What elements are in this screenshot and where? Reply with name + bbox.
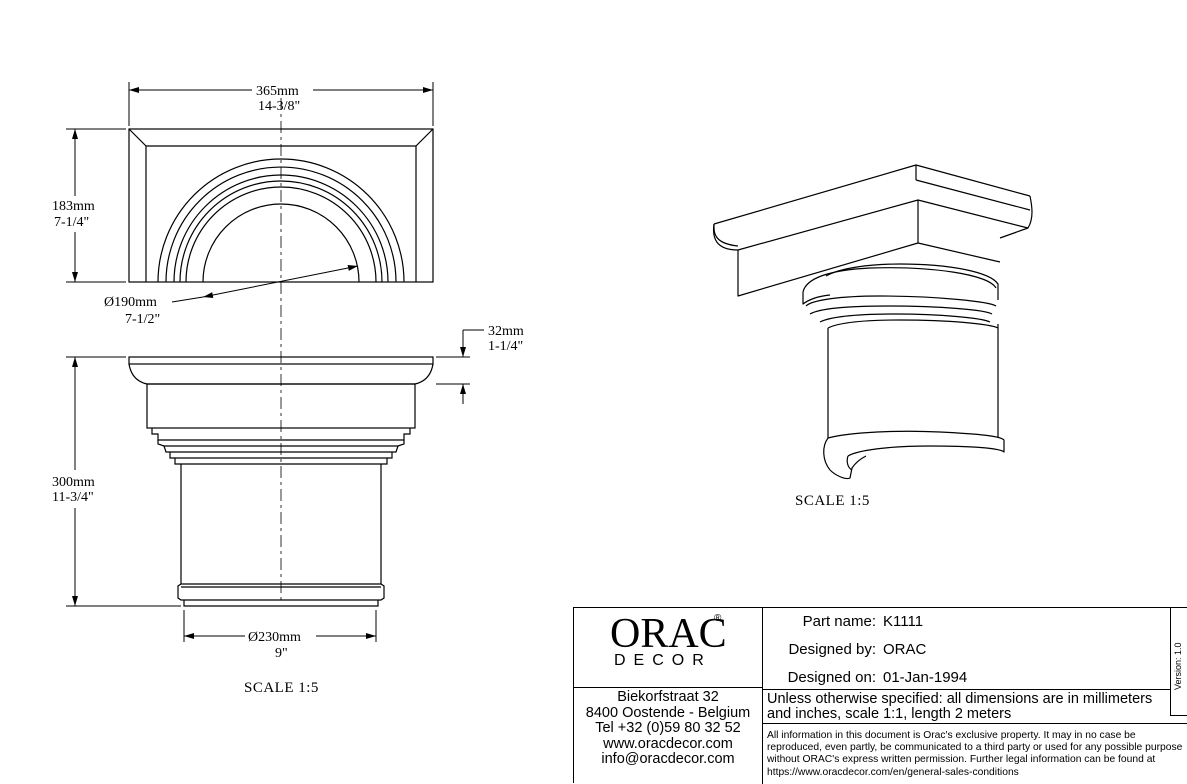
logo-registered-mark: ® [714, 613, 722, 624]
title-block-company: ORAC ® DECOR Biekorfstraat 32 8400 Ooste… [574, 608, 763, 784]
title-block-fields: Part name: K1111 Designed by: ORAC Desig… [763, 608, 1170, 690]
version-label: Version: 1.0 [1173, 642, 1183, 690]
address-street: Biekorfstraat 32 [617, 689, 719, 705]
dim-base-dia-mm: Ø230mm [248, 630, 301, 645]
field-designed-on: Designed on: 01-Jan-1994 [763, 669, 1163, 689]
spec-note: Unless otherwise specified: all dimensio… [767, 691, 1153, 722]
dim-abacus [436, 329, 484, 404]
field-label: Part name: [802, 613, 876, 630]
dim-inner-dia-mm: Ø190mm [104, 295, 157, 310]
dim-height-in: 11-3/4" [52, 490, 94, 505]
dim-base-dia [183, 610, 377, 642]
logo-name: ORAC [610, 611, 727, 657]
field-label: Designed by: [788, 641, 876, 658]
dim-inner-dia [171, 265, 359, 303]
dim-width-in: 14-3/8" [258, 99, 300, 114]
legal-note: All information in this document is Orac… [767, 730, 1183, 778]
top-view [128, 98, 434, 600]
address-email: info@oracdecor.com [601, 751, 735, 767]
dim-abacus-mm: 32mm [488, 324, 524, 339]
field-designed-by: Designed by: ORAC [763, 641, 1163, 661]
dim-inner-dia-in: 7-1/2" [125, 312, 160, 327]
dim-width-mm: 365mm [256, 84, 299, 99]
dim-height [66, 356, 181, 607]
orac-logo: ORAC ® DECOR [574, 608, 762, 688]
field-value: K1111 [883, 613, 924, 630]
company-address: Biekorfstraat 32 8400 Oostende - Belgium… [574, 689, 762, 768]
field-value: ORAC [883, 641, 927, 658]
front-view [128, 356, 434, 607]
version-column: Version: 1.0 [1170, 608, 1187, 716]
dim-width [128, 82, 434, 126]
dim-base-dia-in: 9" [275, 646, 288, 661]
address-website: www.oracdecor.com [603, 735, 733, 752]
address-city: 8400 Oostende - Belgium [585, 704, 751, 721]
dim-depth-in: 7-1/4" [54, 215, 89, 230]
address-phone: Tel +32 (0)59 80 32 52 [595, 720, 741, 736]
isometric-view [712, 164, 1033, 480]
dim-depth-mm: 183mm [52, 199, 95, 214]
field-part-name: Part name: K1111 [763, 613, 1163, 633]
dim-height-mm: 300mm [52, 475, 95, 490]
dim-abacus-in: 1-1/4" [488, 339, 523, 354]
title-block: ORAC ® DECOR Biekorfstraat 32 8400 Ooste… [573, 607, 1187, 784]
field-label: Designed on: [787, 669, 876, 686]
scale-label-front: SCALE 1:5 [244, 680, 319, 696]
scale-label-iso: SCALE 1:5 [795, 493, 870, 509]
spec-divider [763, 723, 1187, 724]
logo-subtitle: DECOR [614, 652, 712, 669]
dim-depth [66, 128, 126, 283]
field-value: 01-Jan-1994 [883, 669, 968, 686]
